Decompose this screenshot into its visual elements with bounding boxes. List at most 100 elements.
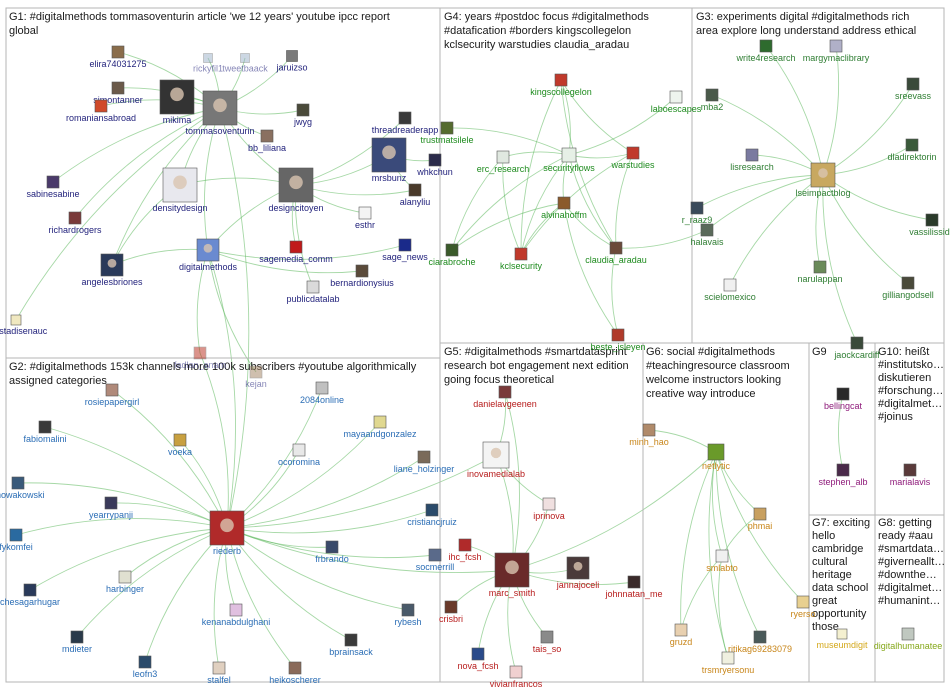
node-kclsecurity[interactable]: kclsecurity xyxy=(500,247,543,271)
node-socmerrill[interactable]: socmerrill xyxy=(416,548,455,572)
node-kejan[interactable]: kejan xyxy=(245,365,267,389)
node-bellingcat[interactable]: bellingcat xyxy=(824,387,863,411)
node-minh_hao[interactable]: minh_hao xyxy=(629,423,669,447)
node-ihc_fcsh[interactable]: ihc_fcsh xyxy=(448,538,482,562)
node-rickyfil1[interactable]: rickyfil1 xyxy=(193,53,223,74)
node-liane_holzinger[interactable]: liane_holzinger xyxy=(394,450,455,474)
node-securityflows[interactable]: securityflows xyxy=(543,147,595,173)
node-bprainsack[interactable]: bprainsack xyxy=(329,633,373,657)
node-riederb[interactable]: riederb xyxy=(209,510,245,556)
node-alanyliu[interactable]: alanyliu xyxy=(400,183,431,207)
node-gruzd[interactable]: gruzd xyxy=(670,623,693,647)
node-mikima[interactable]: mikima xyxy=(159,79,195,125)
node-ritikag69283079[interactable]: ritikag69283079 xyxy=(728,630,792,654)
node-tais_so[interactable]: tais_so xyxy=(533,630,562,654)
node-simontanner[interactable]: simontanner xyxy=(93,81,143,105)
node-laboescapes[interactable]: laboescapes xyxy=(651,90,702,114)
node-esthr[interactable]: esthr xyxy=(355,206,375,230)
node-sage_news[interactable]: sage_news xyxy=(382,238,428,262)
node-trustmatsilele[interactable]: trustmatsilele xyxy=(420,121,474,145)
node-kenanabdulghani[interactable]: kenanabdulghani xyxy=(202,603,271,627)
node-heikoscherer[interactable]: heikoscherer xyxy=(269,661,321,685)
node-revistadisenauc[interactable]: revistadisenauc xyxy=(0,314,48,336)
node-jaockcardiff[interactable]: jaockcardiff xyxy=(833,336,880,360)
node-elira74031275[interactable]: elira74031275 xyxy=(89,45,147,69)
node-jaruizso[interactable]: jaruizso xyxy=(275,50,308,73)
node-danielavgeenen[interactable]: danielavgeenen xyxy=(473,385,537,409)
node-dladirektorin[interactable]: dladirektorin xyxy=(887,138,937,162)
node-rybesh[interactable]: rybesh xyxy=(394,603,422,627)
node-sreevass[interactable]: sreevass xyxy=(895,77,932,101)
node-digitalhumanatee[interactable]: digitalhumanatee xyxy=(874,627,943,651)
node-museumdigit[interactable]: museumdigit xyxy=(816,628,868,650)
node-erc_research[interactable]: erc_research xyxy=(477,150,530,174)
node-2084online[interactable]: 2084online xyxy=(300,381,344,405)
node-smlabto[interactable]: smlabto xyxy=(706,549,738,573)
node-threadreaderapp[interactable]: threadreaderapp xyxy=(372,111,439,135)
node-iprinova[interactable]: iprinova xyxy=(533,497,565,521)
node-netlytic[interactable]: netlytic xyxy=(702,443,731,471)
node-mba2[interactable]: mba2 xyxy=(701,88,724,112)
node-claudia_aradau[interactable]: claudia_aradau xyxy=(585,241,647,265)
node-lseimpactblog[interactable]: lseimpactblog xyxy=(795,162,851,198)
node-inovamedialab[interactable]: inovamedialab xyxy=(467,441,525,479)
node-ryerso[interactable]: ryerso xyxy=(790,595,816,619)
node-lisresearch[interactable]: lisresearch xyxy=(730,148,774,172)
node-gilliangodsell[interactable]: gilliangodsell xyxy=(882,276,934,300)
node-marc_smith[interactable]: marc_smith xyxy=(489,552,536,598)
node-whkchun[interactable]: whkchun xyxy=(416,153,453,177)
node-phmai[interactable]: phmai xyxy=(748,507,773,531)
node-crisbri[interactable]: crisbri xyxy=(439,600,463,624)
node-bb_liliana[interactable]: bb_liliana xyxy=(248,129,286,153)
node-yearrypanji[interactable]: yearrypanji xyxy=(89,496,133,520)
node-rosiepapergirl[interactable]: rosiepapergirl xyxy=(85,383,140,407)
node-snowakowski[interactable]: snowakowski xyxy=(0,476,45,500)
node-nova_fcsh[interactable]: nova_fcsh xyxy=(457,647,499,671)
node-voeka[interactable]: voeka xyxy=(168,433,192,457)
node-johnnatan_me[interactable]: johnnatan_me xyxy=(604,575,663,599)
node-warstudies[interactable]: warstudies xyxy=(610,146,655,170)
node-ocoromina[interactable]: ocoromina xyxy=(278,443,320,467)
node-narulappan[interactable]: narulappan xyxy=(797,260,843,284)
node-sagemedia_comm[interactable]: sagemedia_comm xyxy=(259,240,333,264)
node-frbrando[interactable]: frbrando xyxy=(315,540,349,564)
node-chesagarhugar[interactable]: chesagarhugar xyxy=(0,583,60,607)
node-angelesbriones[interactable]: angelesbriones xyxy=(81,253,143,287)
node-leofn3[interactable]: leofn3 xyxy=(133,655,158,679)
node-cristiancjruiz[interactable]: cristiancjruiz xyxy=(407,503,457,527)
node-write4research[interactable]: write4research xyxy=(735,39,796,63)
node-fabiomalini[interactable]: fabiomalini xyxy=(23,420,67,444)
node-mayaandgonzalez[interactable]: mayaandgonzalez xyxy=(343,415,417,439)
node-ciarabroche[interactable]: ciarabroche xyxy=(428,243,476,267)
node-vassilisside[interactable]: vassilisside xyxy=(909,213,950,237)
node-kingscollegelon[interactable]: kingscollegelon xyxy=(530,73,592,97)
node-beste_isleyen[interactable]: beste_isleyen xyxy=(590,328,646,352)
node-designcitoyen[interactable]: designcitoyen xyxy=(268,167,324,213)
node-jwyg[interactable]: jwyg xyxy=(293,103,312,127)
node-raaz9[interactable]: r_raaz9 xyxy=(682,201,713,225)
node-richardrogers[interactable]: richardrogers xyxy=(48,211,102,235)
node-mdieter[interactable]: mdieter xyxy=(62,630,92,654)
node-margymaclibrary[interactable]: margymaclibrary xyxy=(803,39,870,63)
node-halavais[interactable]: halavais xyxy=(690,223,724,247)
node-stephen_alb[interactable]: stephen_alb xyxy=(818,463,868,487)
node-trsmryersonu[interactable]: trsmryersonu xyxy=(702,651,755,675)
node-tweetbaack[interactable]: tweetbaack xyxy=(222,53,268,74)
node-densitydesign[interactable]: densitydesign xyxy=(152,167,208,213)
node-vivianfrancos[interactable]: vivianfrancos xyxy=(490,665,543,688)
node-romaniansabroad[interactable]: romaniansabroad xyxy=(66,99,136,123)
node-fadlan_anam[interactable]: fadlan_anam xyxy=(174,346,226,370)
node-scielomexico[interactable]: scielomexico xyxy=(704,278,756,302)
node-marialavis[interactable]: marialavis xyxy=(890,463,931,487)
node-digitalmethods[interactable]: digitalmethods xyxy=(179,238,238,272)
node-alvinahoffm[interactable]: alvinahoffm xyxy=(541,196,587,220)
node-tommasoventurin[interactable]: tommasoventurin xyxy=(185,90,255,136)
node-publicdatalab[interactable]: publicdatalab xyxy=(286,280,340,304)
node-fykomfei[interactable]: fykomfei xyxy=(0,528,33,552)
node-harbinger[interactable]: harbinger xyxy=(106,570,144,594)
node-mrsbunz[interactable]: mrsbunz xyxy=(371,137,407,183)
node-bernardionysius[interactable]: bernardionysius xyxy=(330,264,394,288)
node-stalfel[interactable]: stalfel xyxy=(207,661,231,685)
node-sabinesabine[interactable]: sabinesabine xyxy=(26,175,80,199)
node-jannajoceli[interactable]: jannajoceli xyxy=(556,556,600,590)
